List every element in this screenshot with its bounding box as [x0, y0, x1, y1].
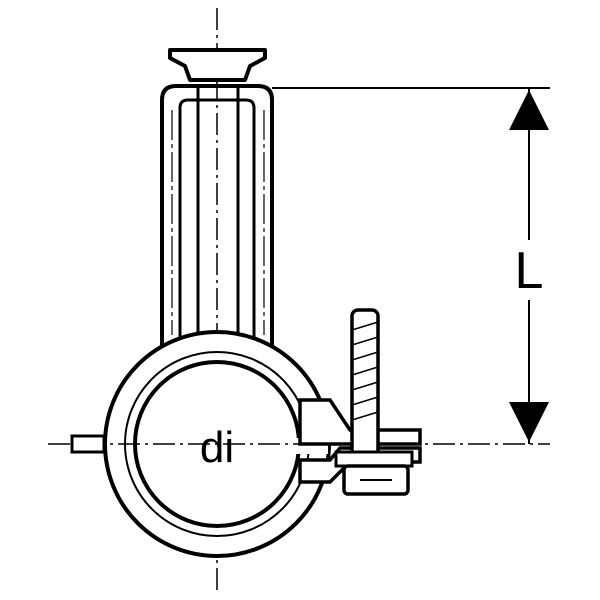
dimension-arrow-top	[509, 90, 549, 130]
hanger-stem-outer	[160, 84, 274, 345]
length-label: L	[515, 242, 544, 300]
top-cap	[168, 48, 267, 82]
ring-left-stub	[70, 434, 106, 454]
dimension-label-gap	[510, 240, 550, 300]
diameter-label: di	[200, 423, 234, 472]
clamp-bolt	[350, 308, 380, 462]
dimension-arrow-bottom	[509, 402, 549, 442]
clamp-flange-upper	[298, 398, 422, 446]
hanger-stem-inner	[178, 98, 256, 345]
bolt-thread	[351, 321, 379, 421]
bolt-washer	[334, 450, 414, 468]
